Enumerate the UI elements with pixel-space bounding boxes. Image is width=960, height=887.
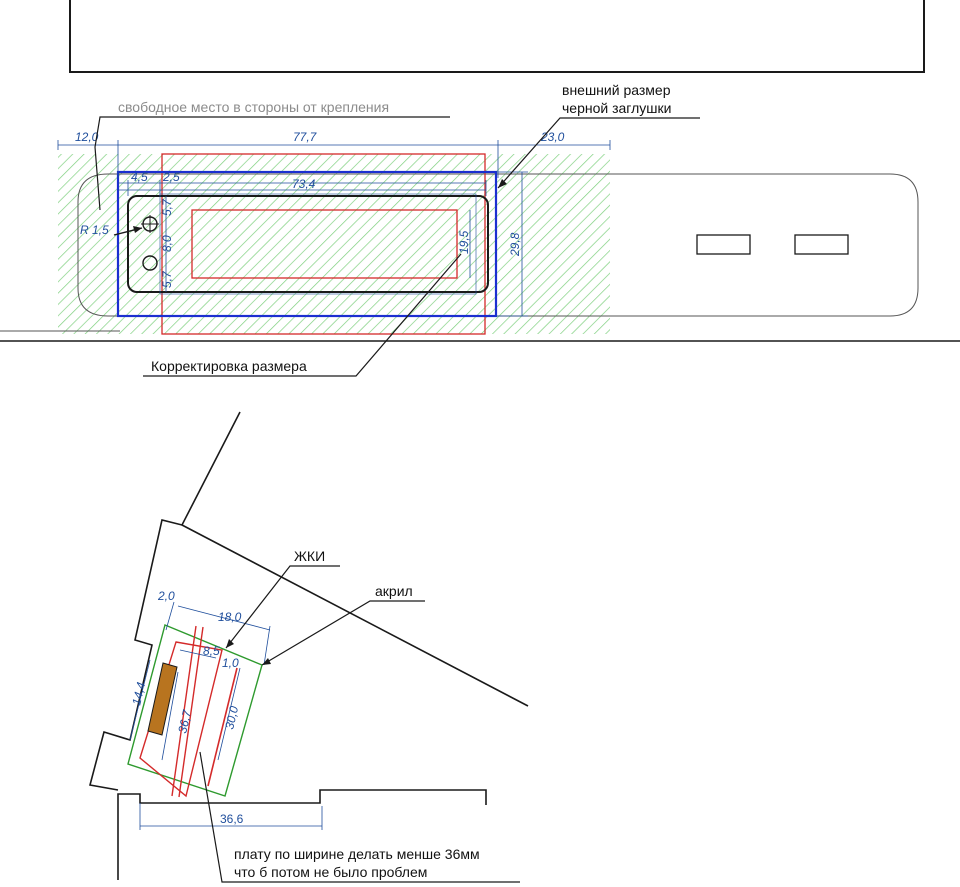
dim-window-height: 19,5 [457,230,471,254]
upper-panel-frame [69,0,925,73]
lcd-module-outline [127,195,489,293]
dim-total-width: 77,7 [293,130,318,144]
housing-outline [89,411,241,791]
dim-hole-offset: 4,5 [131,170,148,184]
label-correction: Корректировка размера [151,358,307,374]
dim-height-left: 14,4 [129,680,148,706]
board-note-leader [199,751,520,883]
bracket-outline [77,173,919,317]
red-lcd-line [178,626,204,798]
dim-thickness: 1,0 [222,656,239,670]
dim-depth: 18,0 [218,610,242,624]
red-plug-outer [161,153,486,335]
label-outer-size-2: черной заглушки [562,100,671,116]
section-view: 2,0 18,0 8,5 1,0 14,4 36,7 30,0 36,6 ЖКИ… [89,411,529,883]
label-board-note-1: плату по ширине делать менше 36мм [234,846,480,862]
top-view: 12,0 77,7 23,0 4,5 2,5 73,4 R 1,5 5,7 8,… [57,82,919,377]
lcd-leader [225,565,340,649]
label-free-space: свободное место в стороны от крепления [118,99,389,115]
dim-bottom-width: 36,6 [220,812,244,826]
housing-bottom-outline [117,789,487,880]
blue-frame [116,170,498,318]
free-space-leader [94,116,450,211]
inner-frame-line [159,193,477,295]
free-space-hatch-left [58,154,120,334]
label-acrylic: акрил [375,583,413,599]
red-lcd-line [171,625,197,797]
green-frame [127,624,263,797]
dim-left-margin: 12,0 [75,130,99,144]
dim-inner-width: 73,4 [292,177,316,191]
dimension-lines-section [129,601,323,830]
label-outer-size-1: внешний размер [562,82,671,98]
red-acrylic-line [207,667,238,787]
dim-hole-top: 5,7 [160,198,174,216]
pcb-board [147,662,178,736]
dim-hole-bottom: 5,7 [160,270,174,288]
dimension-lines-top [57,140,611,317]
outer-size-leader [497,117,700,189]
dim-wall: 2,0 [157,589,175,603]
label-board-note-2: что б потом не было проблем [234,864,427,880]
red-window [191,209,458,279]
housing-top-line [181,524,529,707]
acrylic-leader [261,600,425,666]
dim-height-mid: 36,7 [175,707,194,734]
correction-leader [143,253,462,377]
bracket-slot [794,234,849,255]
free-space-hatch-center [120,154,500,334]
bracket-slot [696,234,751,255]
dim-hole-spacing: 8,0 [160,235,174,252]
dim-hole-gap: 2,5 [162,170,180,184]
dim-offset: 8,5 [203,644,220,658]
dim-radius: R 1,5 [80,223,109,237]
dim-outer-height: 29,8 [508,232,522,257]
free-space-hatch-right [500,154,610,334]
mount-hole [142,255,158,271]
label-lcd: ЖКИ [294,548,325,564]
dim-height-right: 30,0 [222,704,241,730]
